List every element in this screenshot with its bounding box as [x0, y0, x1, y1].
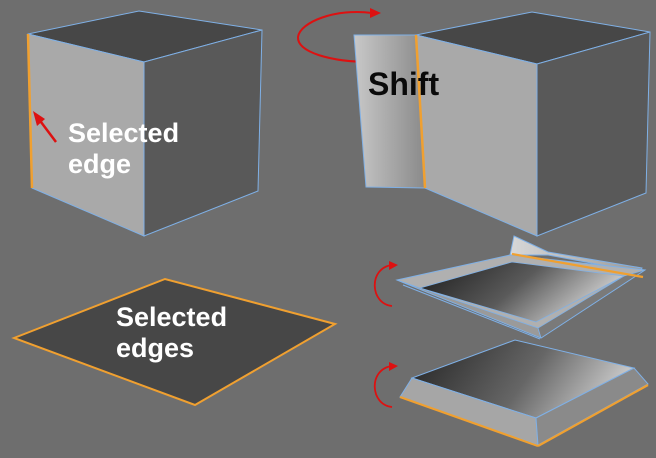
tray-right-wall [537, 269, 646, 339]
red-pointer-arrow [33, 111, 57, 143]
label-line: edge [68, 149, 132, 180]
selected-edge-line [537, 384, 649, 447]
extruded-flap-face [353, 34, 426, 189]
cube-right-face [536, 31, 651, 237]
cube-extruded-flap [353, 11, 651, 237]
rotate-arrow-small-icon [373, 264, 393, 307]
plane-face [11, 277, 338, 407]
label-line: Selected [116, 302, 228, 332]
selected-edge-line [414, 34, 427, 189]
label-line: Selected [68, 118, 180, 148]
tray-back-lip [509, 235, 643, 273]
tray-extruded-edges [373, 235, 647, 340]
slab-extruded-edges [373, 339, 649, 448]
rotate-arrow-head-icon [389, 362, 398, 371]
slab-right-bevel [535, 367, 649, 446]
selected-edge-line [26, 33, 34, 189]
selected-edge-line [402, 284, 541, 340]
selected-edge-line [399, 395, 539, 448]
label-selected-edge: Selected edge [68, 118, 179, 180]
rotate-arrow-small-icon [373, 365, 393, 408]
plane-selected-edges [11, 277, 338, 407]
label-shift: Shift [368, 66, 440, 102]
label-selected-edges: Selected edges [116, 302, 227, 364]
cube-right-face [143, 29, 263, 237]
rotate-arrow-head-icon [389, 261, 398, 270]
selected-edge-line [511, 252, 644, 279]
cube-selected-edge [26, 10, 263, 237]
label-line: edges [116, 333, 195, 364]
